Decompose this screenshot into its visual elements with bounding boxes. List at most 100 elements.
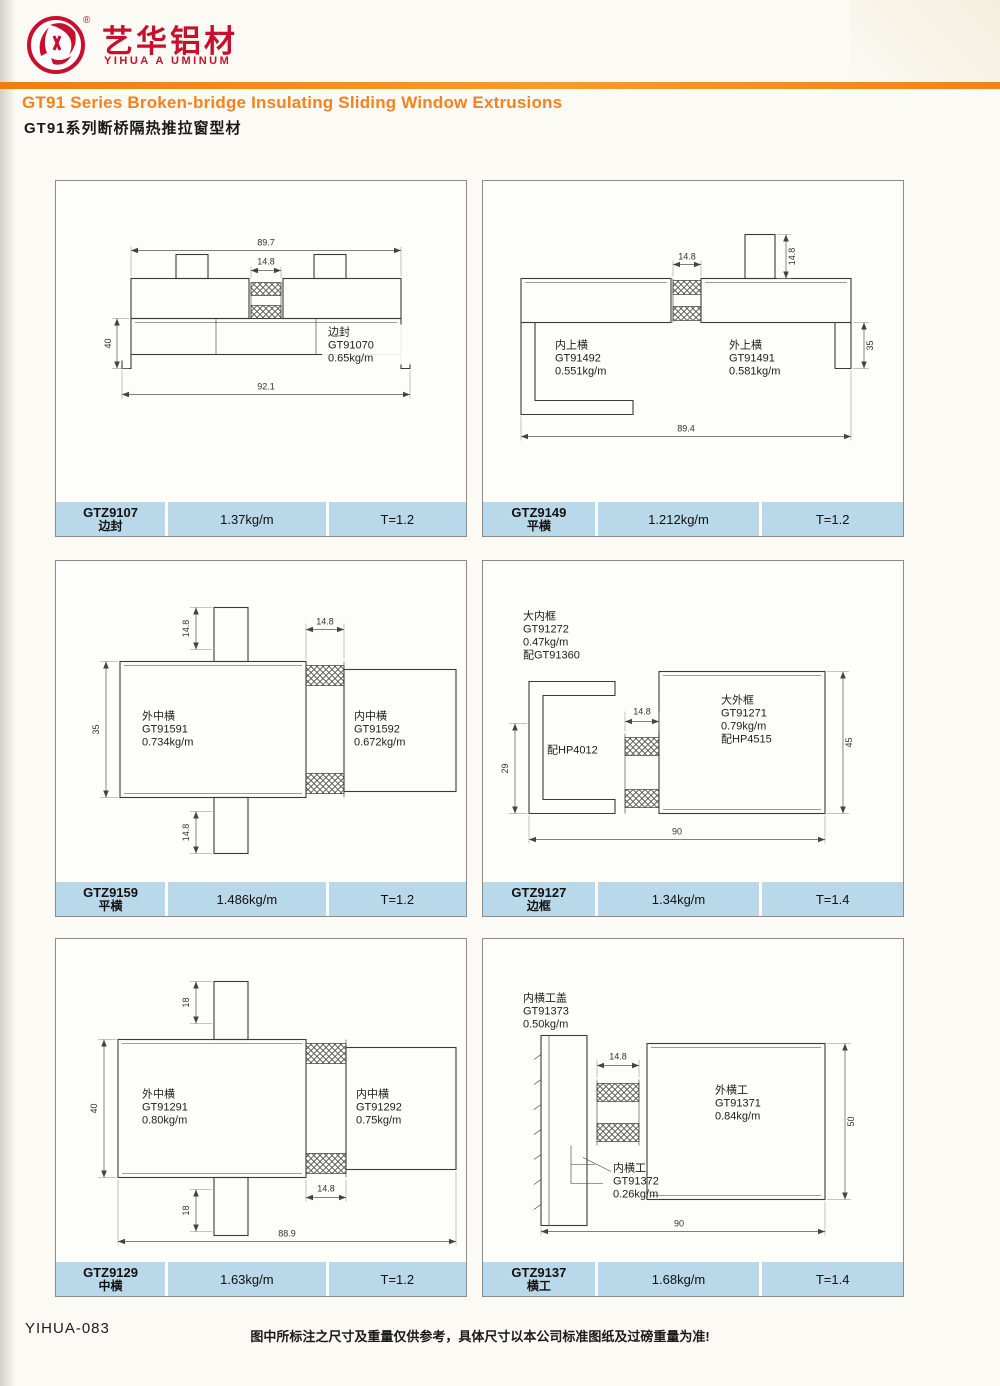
part-label-inner: 内上横 GT91492 0.551kg/m [555, 338, 606, 378]
part-label-outer: 外上横 GT91491 0.581kg/m [729, 338, 780, 378]
spec-weight-cell: 1.486kg/m [168, 882, 326, 916]
part-label: 边封 GT91070 0.65kg/m [322, 324, 414, 365]
part-code: GT91591 [142, 724, 188, 736]
profile-name: 边框 [526, 898, 551, 913]
panel-gtz9137: 14.8 50 90 内横工盖 GT91373 0.50kg/m 外横工 [482, 938, 904, 1297]
dim-left: 35 [91, 724, 101, 734]
leader-line [582, 1157, 612, 1172]
part-name: 边封 [328, 325, 350, 339]
thermal-break-block [672, 306, 702, 321]
panel-gtz9149: 14.8 14.8 35 89.4 内上横 GT91492 [482, 180, 904, 537]
part-weight: 0.79kg/m [721, 721, 766, 733]
dim-left: 40 [103, 338, 113, 348]
brand-name-en: YIHUA A UMINUM [104, 55, 232, 67]
part-weight: 0.672kg/m [354, 737, 405, 749]
dim-left: 40 [89, 1103, 99, 1113]
dimensions: 14.8 14.8 35 89.4 [520, 234, 875, 441]
profile-outline [528, 670, 826, 815]
part-code: GT91292 [356, 1102, 402, 1114]
thermal-break-block [305, 665, 345, 686]
spec-thickness-cell: T=1.4 [762, 1262, 904, 1296]
part-weight: 0.47kg/m [523, 637, 568, 649]
dim-break: 14.8 [678, 252, 696, 262]
series-title-zh: GT91系列断桥隔热推拉窗型材 [24, 120, 242, 137]
dim-left: 29 [500, 763, 510, 773]
spec-code-cell: GTZ9127 边框 [483, 882, 595, 916]
part-name: 内中横 [354, 709, 387, 723]
dim-right: 50 [846, 1116, 856, 1126]
part-name: 外横工 [715, 1083, 748, 1097]
dim-bottom: 90 [674, 1219, 684, 1229]
spec-code-cell: GTZ9137 横工 [483, 1262, 595, 1296]
spec-weight-cell: 1.212kg/m [597, 502, 760, 536]
spec-weight-cell: 1.68kg/m [597, 1262, 760, 1296]
profile-name: 平横 [98, 898, 123, 913]
part-label-big-inner-frame: 大内框 GT91272 0.47kg/m 配GT91360 [523, 609, 580, 662]
profile-code: GTZ9137 [511, 1264, 567, 1280]
spec-strip: GTZ9149 平横 1.212kg/m T=1.2 [483, 502, 904, 536]
spec-strip: GTZ9137 横工 1.68kg/m T=1.4 [483, 1262, 904, 1296]
part-code: GT91271 [721, 708, 767, 720]
part-code: GT91371 [715, 1098, 761, 1110]
brand-logo: ® [24, 10, 92, 83]
part-match: 配GT91360 [523, 649, 580, 662]
dim-bottom: 89.4 [677, 424, 695, 434]
dimensions: 14.8 50 90 [540, 1043, 856, 1236]
part-code: GT91372 [613, 1176, 659, 1188]
spec-code-cell: GTZ9149 平横 [483, 502, 595, 536]
panel-gtz9159: 14.8 14.8 35 14.8 外中横 GT91591 [55, 560, 467, 917]
drawing-gtz9127: 14.8 29 45 90 大内框 GT91272 [483, 561, 903, 882]
part-code: GT91272 [523, 624, 569, 636]
profile-outline [117, 980, 457, 1237]
thermal-break-block [672, 280, 702, 295]
thermal-break-block [624, 789, 660, 808]
profile-outline [533, 1034, 826, 1227]
profile-code: GTZ9127 [511, 884, 567, 900]
part-name: 配HP4012 [547, 744, 598, 757]
part-name: 内上横 [555, 338, 588, 352]
part-code: GT91492 [555, 353, 601, 365]
part-name: 大外框 [721, 693, 754, 707]
part-match: 配HP4515 [721, 733, 772, 746]
dim-right: 35 [865, 340, 875, 350]
panel-gtz9129: 18 40 18 14.8 88.9 [55, 938, 467, 1297]
drawing-gtz9107: 89.7 14.8 40 92.1 边封 G [56, 181, 466, 502]
spec-strip: GTZ9129 中横 1.63kg/m T=1.2 [56, 1262, 466, 1296]
profile-code: GTZ9129 [83, 1264, 138, 1280]
profile-name: 平横 [526, 518, 551, 533]
part-name: 内横工盖 [523, 991, 567, 1005]
spec-weight-cell: 1.63kg/m [168, 1262, 326, 1296]
spec-code-cell: GTZ9159 平横 [56, 882, 166, 916]
part-name: 内中横 [356, 1087, 389, 1101]
dim-break: 14.8 [609, 1052, 627, 1062]
dimensions: 18 40 18 14.8 88.9 [89, 981, 457, 1246]
part-label-inner: 内横工 GT91372 0.26kg/m [613, 1161, 659, 1201]
thermal-break-block [305, 1153, 347, 1174]
spec-weight-cell: 1.37kg/m [168, 502, 326, 536]
part-label-cover: 内横工盖 GT91373 0.50kg/m [523, 991, 569, 1031]
dim-break: 14.8 [317, 1184, 335, 1194]
profile-name: 横工 [526, 1278, 551, 1293]
spec-code-cell: GTZ9107 边封 [56, 502, 166, 536]
part-name: 外中横 [142, 1087, 175, 1101]
page-edge-shadow [0, 0, 16, 1386]
profile-outline [121, 253, 411, 370]
thermal-break-block [305, 1043, 347, 1064]
dim-break: 14.8 [316, 617, 334, 627]
brand-logo-icon: ® [27, 15, 91, 74]
profile-code: GTZ9107 [83, 504, 138, 520]
part-weight: 0.75kg/m [356, 1115, 401, 1127]
thermal-break-block [305, 773, 345, 794]
spec-thickness-cell: T=1.2 [762, 502, 904, 536]
drawing-gtz9137: 14.8 50 90 内横工盖 GT91373 0.50kg/m 外横工 [483, 939, 903, 1262]
profile-outline [119, 606, 457, 855]
part-weight: 0.50kg/m [523, 1019, 568, 1031]
dim-break: 14.8 [257, 257, 275, 267]
part-weight: 0.551kg/m [555, 366, 606, 378]
part-code: GT91592 [354, 724, 400, 736]
dim-top-left: 18 [181, 997, 191, 1007]
brand-name-zh: 艺华铝材 [102, 24, 238, 59]
drawing-gtz9129: 18 40 18 14.8 88.9 [56, 939, 466, 1262]
page-code: YIHUA-083 [25, 1320, 110, 1337]
